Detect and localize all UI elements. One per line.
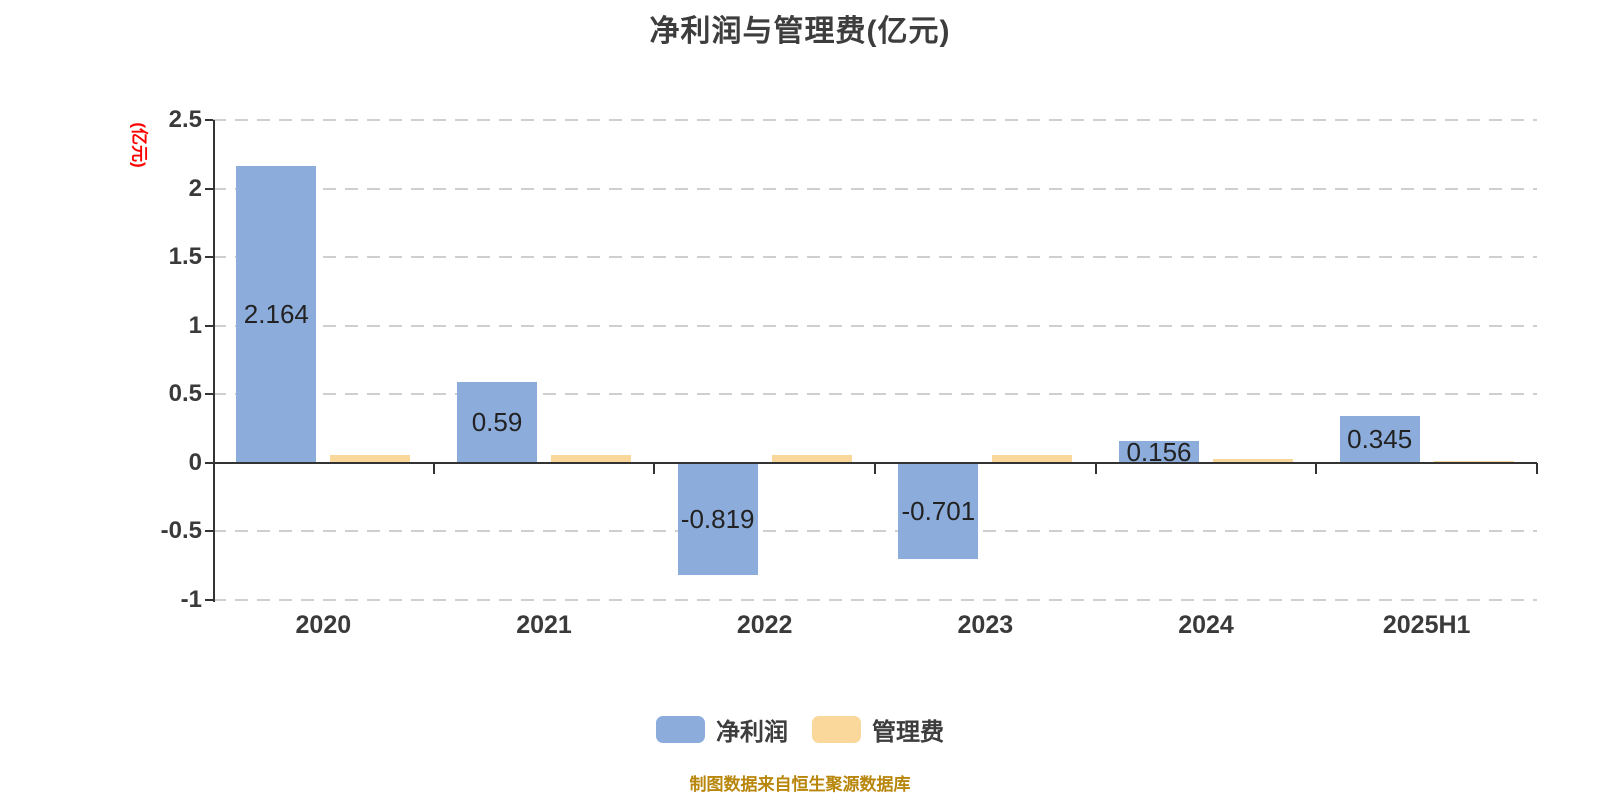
data-source-note: 制图数据来自恒生聚源数据库: [689, 775, 911, 794]
legend-label-net-profit: 净利润: [716, 719, 788, 746]
x-tick: [1094, 462, 1097, 474]
bar-value-label: 2.164: [243, 299, 309, 330]
y-tick: [205, 530, 213, 533]
bar-value-label: 0.59: [471, 407, 523, 438]
x-tick: [1536, 462, 1538, 474]
mgmt-fee-bar[interactable]: [992, 455, 1073, 463]
net-profit-bar[interactable]: [677, 462, 758, 576]
net-profit-bar[interactable]: [1339, 415, 1420, 463]
y-axis-line: [213, 120, 215, 602]
mgmt-fee-bar[interactable]: [330, 454, 411, 463]
net-profit-swatch: [656, 716, 705, 743]
y-tick-label: 0: [188, 448, 202, 476]
x-tick: [874, 462, 876, 474]
x-tick: [432, 462, 435, 474]
net-profit-bar[interactable]: [457, 381, 537, 463]
x-tick-label: 2025H1: [1382, 611, 1471, 639]
plot-area: 2.5 2 1.5 1 0.5 0 -0.5 -1 2020 2021 2022 2023 2024 20…: [161, 106, 1538, 639]
bar-value-label: 0.156: [1126, 437, 1192, 468]
mgmt-fee-bar[interactable]: [771, 455, 852, 463]
gridline: [213, 256, 1537, 259]
x-tick-label: 2023: [957, 611, 1014, 639]
bar-value-label: -0.701: [901, 495, 976, 526]
x-tick: [1315, 462, 1318, 474]
y-tick: [205, 324, 213, 327]
mgmt-fee-bar[interactable]: [1213, 458, 1293, 463]
gridline: [213, 599, 1537, 601]
legend-label-mgmt-fee: 管理费: [872, 719, 944, 746]
y-tick-label: 2.5: [168, 106, 202, 133]
y-tick-label: -0.5: [160, 517, 202, 545]
net-profit-bar[interactable]: [1119, 441, 1199, 463]
legend-item-net-profit[interactable]: 净利润: [656, 712, 788, 747]
gridline: [213, 530, 1537, 533]
x-tick-label: 2021: [516, 611, 572, 639]
mgmt-fee-bar[interactable]: [1433, 460, 1514, 463]
gridline: [213, 393, 1537, 396]
net-profit-bar[interactable]: [236, 166, 317, 463]
legend-item-mgmt-fee[interactable]: 管理费: [812, 712, 944, 747]
legend: 净利润 管理费: [0, 712, 1600, 747]
mgmt-fee-bar[interactable]: [551, 454, 631, 463]
y-tick-label: 1: [188, 311, 202, 339]
y-tick: [205, 461, 213, 464]
y-tick-label: -1: [180, 586, 202, 613]
net-profit-bar[interactable]: [898, 462, 979, 559]
y-tick-label: 2: [188, 174, 202, 202]
x-tick: [653, 462, 656, 474]
y-tick: [205, 599, 213, 601]
gridline: [213, 187, 1537, 190]
y-tick-label: 0.5: [168, 380, 202, 408]
y-tick: [205, 187, 213, 190]
y-tick: [205, 393, 213, 396]
gridline: [213, 119, 1537, 121]
x-tick-label: 2020: [295, 611, 352, 639]
mgmt-fee-swatch: [812, 716, 861, 743]
gridline: [213, 324, 1537, 327]
x-tick-label: 2024: [1178, 611, 1234, 639]
bar-value-label: -0.819: [680, 504, 755, 535]
y-tick: [205, 119, 213, 121]
bar-value-label: 0.345: [1347, 424, 1413, 455]
y-tick: [205, 256, 213, 259]
chart-title: 净利润与管理费(亿元): [649, 15, 951, 48]
x-tick-label: 2022: [736, 611, 793, 639]
y-tick-label: 1.5: [168, 243, 202, 271]
